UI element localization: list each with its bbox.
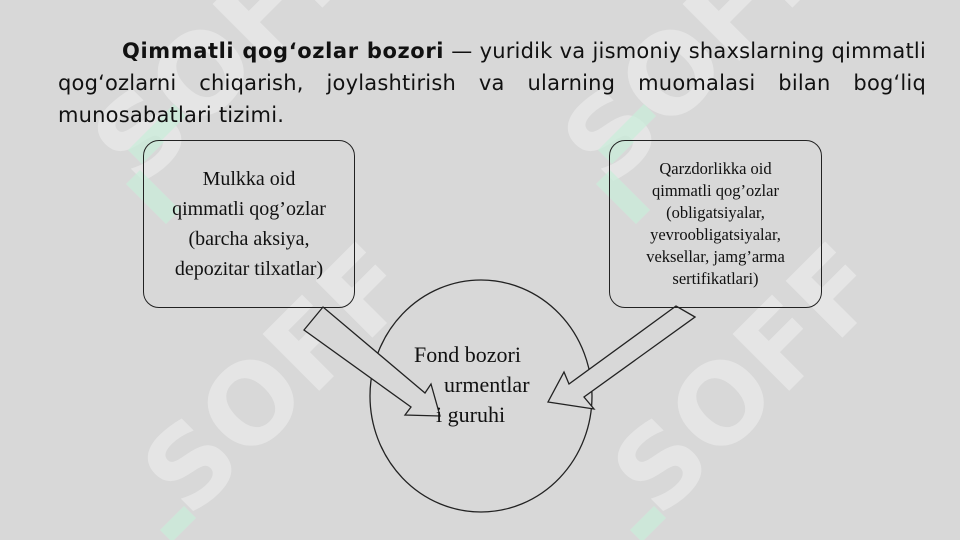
equity-securities-box: Mulkka oid qimmatli qog’ozlar (barcha ak… (143, 140, 355, 308)
intro-term: Qimmatli qog‘ozlar bozori (122, 39, 445, 63)
equity-securities-label: Mulkka oid qimmatli qog’ozlar (barcha ak… (172, 168, 326, 280)
intro-definition: — yuridik va jismoniy shaxslarning qimma… (58, 39, 926, 127)
right-arrow (546, 305, 697, 410)
stock-market-label: Fond bozori urmentlar i guruhi (406, 340, 566, 430)
stock-market-line-3: i guruhi (436, 402, 506, 427)
intro-paragraph: Qimmatli qog‘ozlar bozori — yuridik va j… (58, 35, 926, 131)
debt-securities-label: Qarzdorlikka oid qimmatli qog’ozlar (obl… (646, 159, 785, 288)
stock-market-line-2: urmentlar (444, 372, 530, 397)
center-circle (369, 279, 593, 513)
stock-market-line-1: Fond bozori (414, 342, 521, 367)
debt-securities-box: Qarzdorlikka oid qimmatli qog’ozlar (obl… (609, 140, 822, 308)
left-arrow (303, 306, 441, 417)
